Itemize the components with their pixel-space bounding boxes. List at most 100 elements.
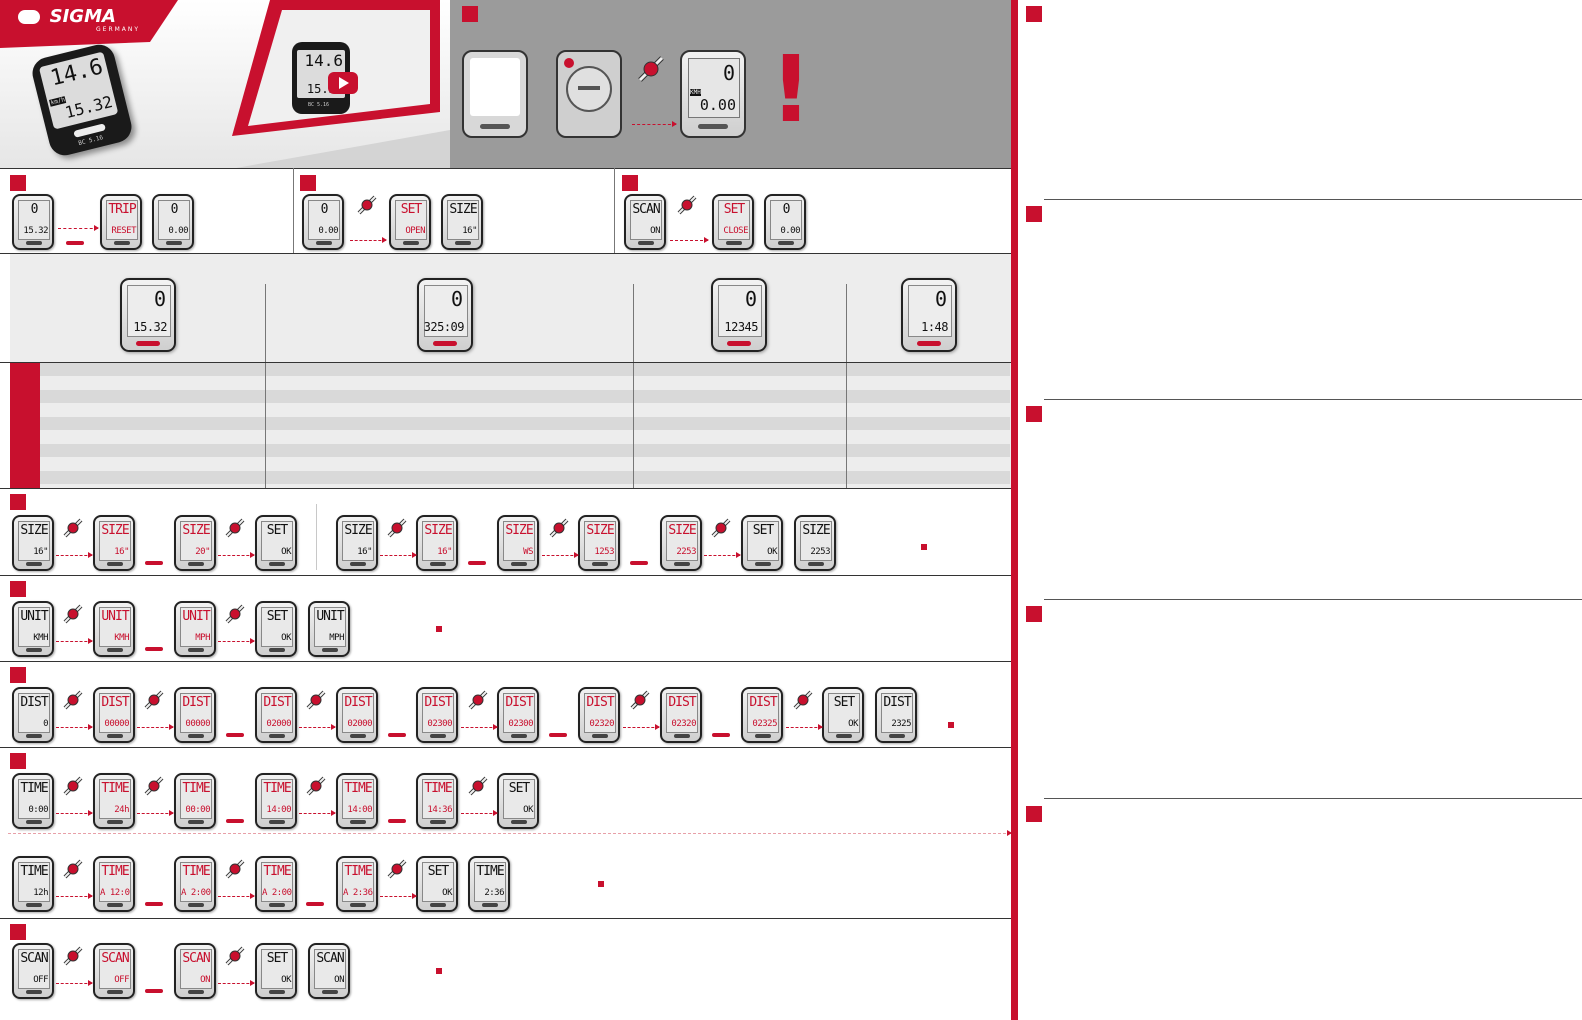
step-arrow [56, 980, 93, 986]
device-button [188, 648, 204, 652]
magnet-icon [638, 56, 664, 82]
long-press-icon [66, 241, 84, 245]
display-top-text: SIZE [505, 523, 533, 538]
magnet-icon [63, 518, 83, 538]
magnet-icon [144, 776, 164, 796]
magnet-icon [63, 776, 83, 796]
device-button [188, 734, 204, 738]
step-arrow [461, 810, 498, 816]
step-arrow [137, 724, 174, 730]
display-top-text: TRIP [108, 202, 136, 217]
display-top-text: TIME [20, 781, 48, 796]
display-bottom-text: 2253 [676, 547, 696, 557]
display-bottom-text: ON [334, 975, 344, 985]
display-top-text: SIZE [449, 202, 477, 217]
magnet-icon [306, 776, 326, 796]
device-button [107, 734, 123, 738]
function-bottom: 325:09 [423, 320, 465, 334]
display-bottom-text: 0.00 [780, 226, 800, 236]
device-button [430, 562, 446, 566]
magnet-icon [677, 195, 697, 215]
function-bottom: 12345 [724, 320, 758, 334]
device-button [592, 562, 608, 566]
device-button [350, 562, 366, 566]
step-arrow [218, 980, 255, 986]
device-button [726, 241, 742, 245]
device-button [674, 734, 690, 738]
display-top-text: TIME [344, 781, 372, 796]
long-press-icon [388, 733, 406, 737]
device-display: DIST 2325 [875, 687, 917, 743]
magnet-icon [306, 690, 326, 710]
magnet-icon [63, 946, 83, 966]
step-arrow [670, 237, 709, 243]
display-top-text: SET [723, 202, 745, 217]
sigma-logo: SIGMA [18, 6, 116, 27]
function-bottom: 15.32 [133, 320, 167, 334]
device-button [511, 562, 527, 566]
note-marker [436, 626, 442, 632]
device-button [26, 990, 42, 994]
display-bottom-text: OK [281, 547, 291, 557]
device-button [136, 341, 160, 346]
display-top-text: SCAN [101, 951, 129, 966]
display-top-text: SCAN [20, 951, 48, 966]
display-top-text: DIST [424, 695, 452, 710]
display-bottom-text: OK [442, 888, 452, 898]
right-marker-5 [1026, 806, 1042, 822]
step-arrow [380, 893, 417, 899]
display-bottom-text: 14:00 [266, 805, 291, 815]
magnet-icon [225, 604, 245, 624]
display-top-text: DIST [883, 695, 911, 710]
section-marker [10, 581, 26, 597]
device-button [166, 241, 182, 245]
right-marker-4 [1026, 606, 1042, 622]
display-top-text: TIME [182, 864, 210, 879]
device-button [26, 903, 42, 907]
step-arrow [461, 724, 498, 730]
section-marker [10, 667, 26, 683]
note-marker [921, 544, 927, 550]
play-button-icon[interactable] [328, 72, 358, 94]
long-press-icon [468, 561, 486, 565]
long-press-icon [388, 819, 406, 823]
device-screen: DIST 2325 [881, 693, 913, 733]
note-marker [948, 722, 954, 728]
function-device: 0 12345 [711, 278, 767, 352]
function-top: 0 [744, 287, 757, 311]
device-screen: SET OK [261, 521, 293, 561]
step-arrow [350, 237, 387, 243]
magnet-icon [225, 946, 245, 966]
display-top-text: SET [266, 523, 288, 538]
display-bottom-text: 2325 [891, 719, 911, 729]
display-top-text: TIME [344, 864, 372, 879]
